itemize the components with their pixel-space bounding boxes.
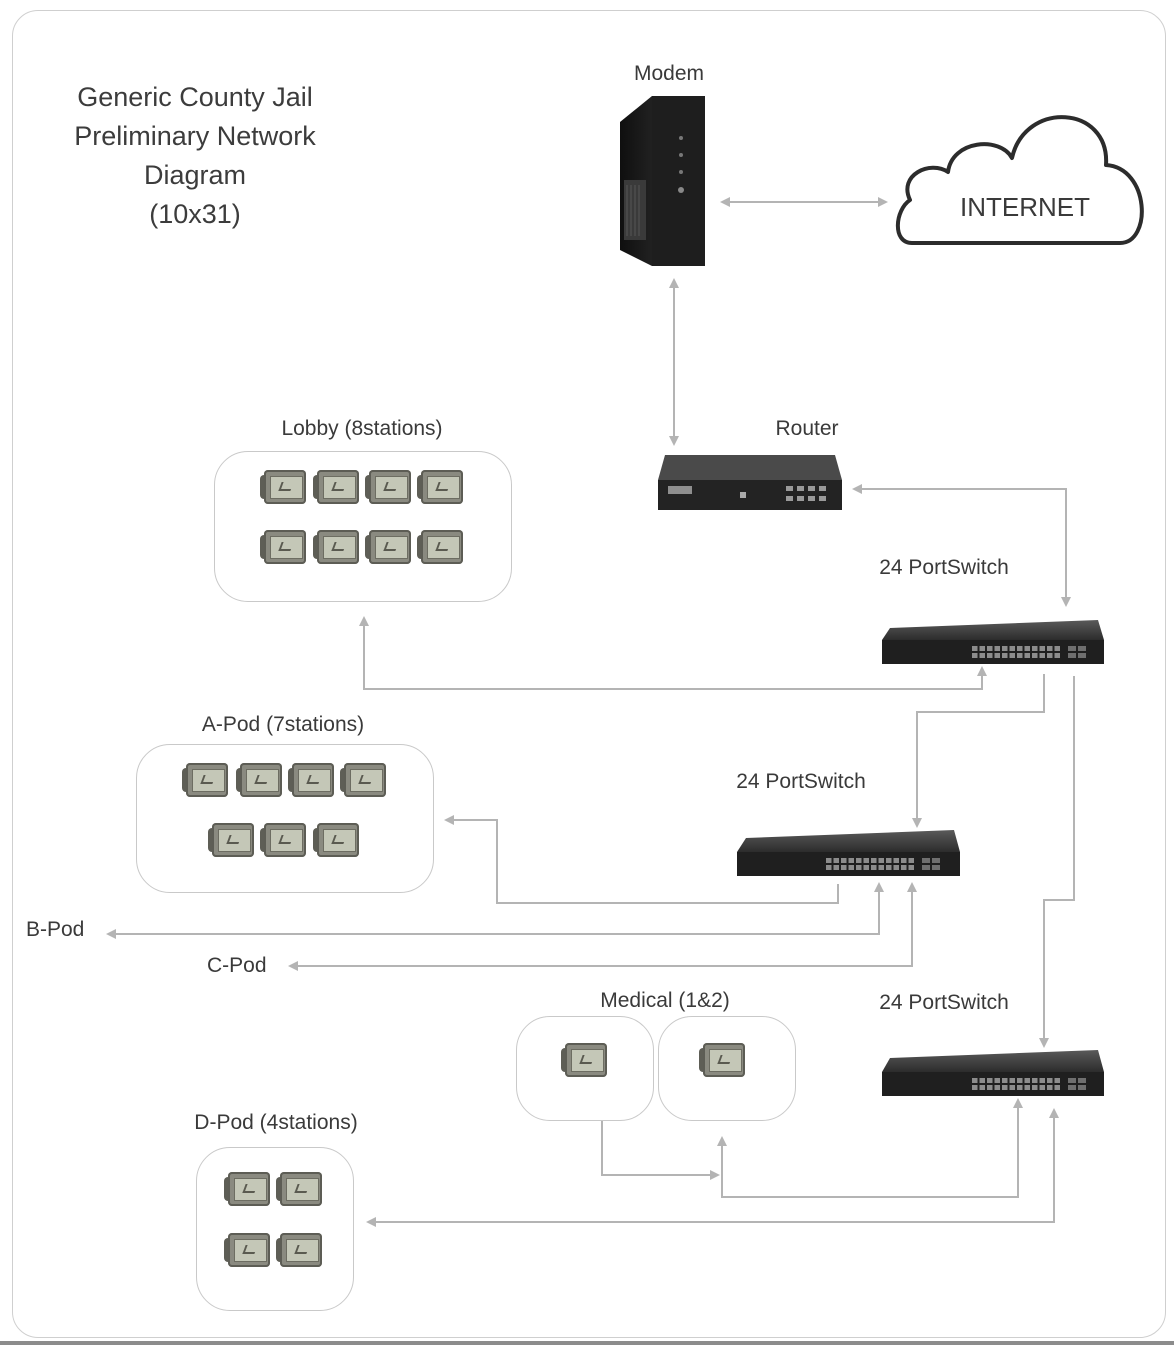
link-switch2-cpod [288,882,917,971]
medical-label: Medical (1&2) [600,989,730,1012]
d-pod-group [196,1147,354,1311]
station-terminal-icon [313,823,359,857]
link-switch3-dpod [366,1108,1059,1227]
router-device [658,455,842,510]
d-pod-label: D-Pod (4stations) [194,1111,358,1134]
station-terminal-icon [313,530,359,564]
station-terminal-icon [365,530,411,564]
modem-device [620,96,705,266]
c-pod-label: C-Pod [207,954,267,977]
title-line: Preliminary Network [74,121,316,151]
station-terminal-icon [260,823,306,857]
station-terminal-icon [699,1043,745,1077]
switch-1-label: 24 PortSwitch [879,556,1009,579]
page-bottom-rule [0,1341,1174,1345]
title-line: (10x31) [149,199,241,229]
link-switch1-switch2 [912,674,1045,828]
modem-label: Modem [633,62,705,85]
station-terminal-icon [365,470,411,504]
link-switch1-switch3 [1039,676,1075,1048]
b-pod-label: B-Pod [26,918,85,941]
station-terminal-icon [313,470,359,504]
station-terminal-icon [417,530,463,564]
station-terminal-icon [182,763,228,797]
station-terminal-icon [340,763,386,797]
title-line: Diagram [143,160,247,190]
station-terminal-icon [260,530,306,564]
station-terminal-icon [236,763,282,797]
link-router-switch1 [852,484,1071,607]
station-terminal-icon [224,1172,270,1206]
diagram-title: Generic County Jail Preliminary Network … [40,78,350,234]
station-terminal-icon [288,763,334,797]
station-terminal-icon [224,1233,270,1267]
router-label: Router [775,417,839,440]
link-switch1-lobby [359,616,987,690]
a-pod-label: A-Pod (7stations) [201,713,365,736]
station-terminal-icon [276,1233,322,1267]
station-terminal-icon [417,470,463,504]
station-terminal-icon [561,1043,607,1077]
switch-1-device [882,620,1104,664]
station-terminal-icon [260,470,306,504]
internet-cloud-icon [895,115,1144,245]
internet-label: INTERNET [960,192,1090,222]
title-line: Generic County Jail [77,82,313,112]
switch-3-device [882,1050,1104,1096]
a-pod-group [136,744,434,893]
station-terminal-icon [276,1172,322,1206]
lobby-label: Lobby (8stations) [281,417,443,440]
station-terminal-icon [208,823,254,857]
switch-2-device [737,830,960,876]
lobby-group [214,451,512,602]
switch-3-label: 24 PortSwitch [879,991,1009,1014]
switch-2-label: 24 PortSwitch [736,770,866,793]
